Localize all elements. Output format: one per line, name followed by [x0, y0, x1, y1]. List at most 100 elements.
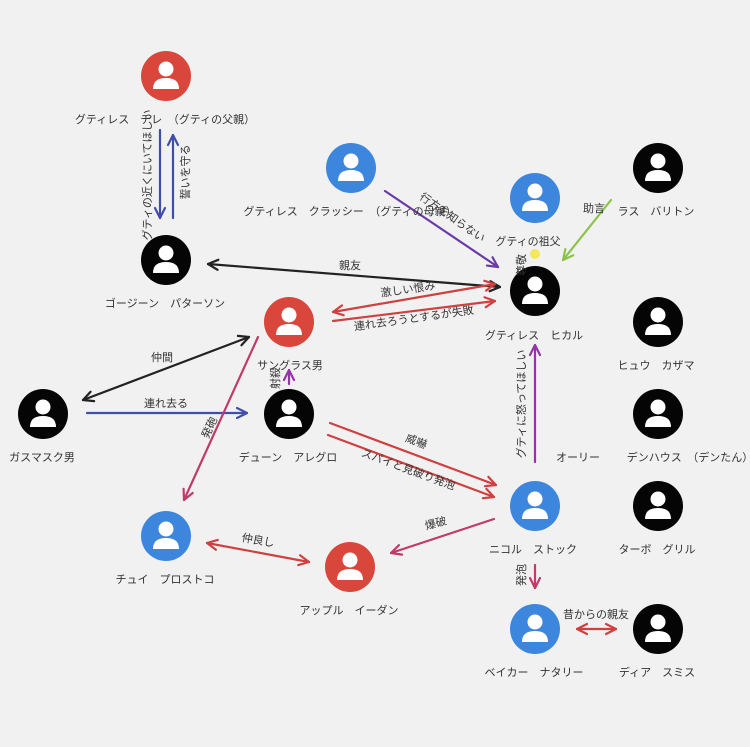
- person-icon-body: [645, 324, 671, 335]
- edge-line: [389, 517, 496, 555]
- nodes-layer: [18, 51, 683, 654]
- person-icon: [281, 307, 297, 323]
- person-icon: [527, 183, 543, 199]
- person-node-turbo: [633, 481, 683, 531]
- arrowhead-icon: [483, 296, 497, 309]
- person-icon-body: [30, 416, 56, 427]
- arrowhead-icon: [153, 206, 167, 220]
- node-label: ニコル ストック: [489, 543, 577, 556]
- edge-label: 昔からの親友: [563, 607, 629, 621]
- arrowhead-icon: [483, 475, 498, 488]
- edge-line: [331, 299, 497, 323]
- person-node-crassy: [326, 143, 376, 193]
- person-icon: [342, 552, 358, 568]
- arrowhead-icon: [206, 258, 220, 271]
- edge-line: [331, 282, 497, 314]
- edge-line: [205, 541, 311, 564]
- person-icon: [158, 245, 174, 261]
- edge-line: [383, 189, 500, 269]
- arrowhead-icon: [81, 390, 96, 403]
- person-icon-body: [276, 324, 302, 335]
- edge-label: 誓いを守る: [178, 145, 192, 200]
- arrowhead-icon: [205, 538, 219, 551]
- node-label: グティレス クラッシー （グティの母親）: [243, 204, 456, 218]
- person-icon: [158, 61, 174, 77]
- highlight-dot: [530, 249, 540, 259]
- person-icon-body: [645, 508, 671, 519]
- arrowhead-icon: [331, 304, 345, 317]
- edge-line: [81, 335, 251, 402]
- person-icon: [527, 276, 543, 292]
- person-node-hyu: [633, 297, 683, 347]
- person-icon-body: [522, 631, 548, 642]
- node-label: ガスマスク男: [9, 451, 75, 464]
- person-node-dune: [264, 389, 314, 439]
- person-icon: [650, 491, 666, 507]
- person-icon-body: [522, 293, 548, 304]
- node-label: ベイカー ナタリー: [485, 666, 584, 679]
- node-label: グティレス ヒカル: [485, 328, 583, 342]
- node-label: ゴージーン パターソン: [105, 296, 225, 310]
- labels-layer: グティの近くにいてほしい誓いを守る親友行方を知らない助言尊敬激しい恨み連れ去ろう…: [9, 109, 750, 679]
- arrowhead-icon: [561, 247, 575, 262]
- person-icon: [343, 153, 359, 169]
- arrowhead-icon: [282, 368, 296, 382]
- person-node-ras: [633, 143, 683, 193]
- person-icon-body: [645, 631, 671, 642]
- arrowhead-icon: [236, 334, 251, 347]
- person-icon: [650, 614, 666, 630]
- node-label: グティレス チレ （グティの父親）: [75, 112, 255, 126]
- arrowhead-icon: [389, 544, 404, 556]
- node-label: デューン アレグロ: [239, 450, 337, 464]
- person-node-sofu: [510, 173, 560, 223]
- person-icon-body: [276, 416, 302, 427]
- edge-label: グティの近くにいてほしい: [140, 109, 154, 240]
- arrowhead-icon: [528, 576, 542, 590]
- edge-label: 仲間: [151, 350, 173, 364]
- node-label: アップル イーダン: [300, 603, 399, 617]
- person-icon-body: [338, 170, 364, 181]
- person-icon: [35, 399, 51, 415]
- edge-label: 爆破: [423, 513, 448, 532]
- person-icon-body: [645, 416, 671, 427]
- person-node-chui: [141, 511, 191, 561]
- person-icon: [281, 399, 297, 415]
- person-icon-body: [522, 508, 548, 519]
- person-node-gutiless-chire: [141, 51, 191, 101]
- person-icon: [527, 491, 543, 507]
- person-icon-body: [645, 170, 671, 181]
- person-node-gasmask: [18, 389, 68, 439]
- person-icon: [650, 399, 666, 415]
- edge-label: 射殺: [268, 367, 282, 389]
- node-label: オーリー: [556, 451, 600, 464]
- edge-line: [326, 433, 496, 499]
- arrowhead-icon: [297, 554, 311, 567]
- person-icon-body: [153, 78, 179, 89]
- arrowhead-icon: [182, 487, 194, 502]
- person-icon: [158, 521, 174, 537]
- edge-label: 連れ去る: [144, 396, 188, 410]
- edge-label: 発砲: [198, 415, 220, 441]
- person-node-dia: [633, 604, 683, 654]
- node-label: サングラス男: [257, 358, 323, 372]
- edges-layer: [81, 128, 618, 636]
- node-label: グティの祖父: [495, 234, 560, 248]
- node-label: ターボ グリル: [619, 542, 696, 556]
- edge-label: 仲良し: [241, 530, 276, 550]
- edge-label: 発泡: [514, 564, 528, 586]
- edge-line: [182, 335, 260, 502]
- node-label: ラス バリトン: [618, 205, 695, 218]
- edge-label: 威嚇: [404, 432, 429, 452]
- edge-line: [328, 421, 498, 487]
- person-icon-body: [522, 200, 548, 211]
- person-node-dendy: [633, 389, 683, 439]
- arrowhead-icon: [528, 343, 542, 357]
- arrowhead-icon: [481, 487, 496, 500]
- person-icon-body: [153, 262, 179, 273]
- person-icon-body: [153, 538, 179, 549]
- edge-label: 連れ去ろうとするが失敗: [353, 303, 474, 334]
- arrowhead-icon: [166, 133, 180, 147]
- arrowhead-icon: [575, 622, 589, 636]
- arrowhead-icon: [604, 622, 618, 636]
